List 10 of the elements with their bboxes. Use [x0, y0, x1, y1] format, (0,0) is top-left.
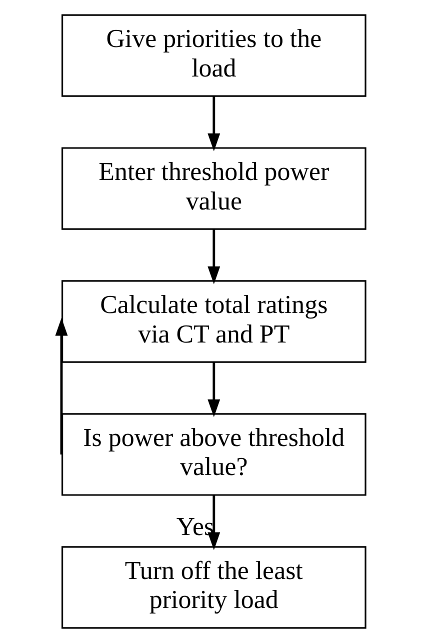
arrow — [54, 318, 68, 454]
node-box: Turn off the least priority load — [60, 546, 366, 629]
arrow — [207, 96, 220, 152]
arrow — [207, 229, 220, 284]
arrow — [207, 495, 220, 550]
node-box: Enter threshold power value — [60, 147, 366, 230]
arrow — [207, 362, 220, 418]
node-box: Give priorities to the load — [60, 14, 366, 97]
node-box: Is power above threshold value? — [60, 413, 366, 496]
node-box: Calculate total ratings via CT and PT — [60, 280, 366, 363]
